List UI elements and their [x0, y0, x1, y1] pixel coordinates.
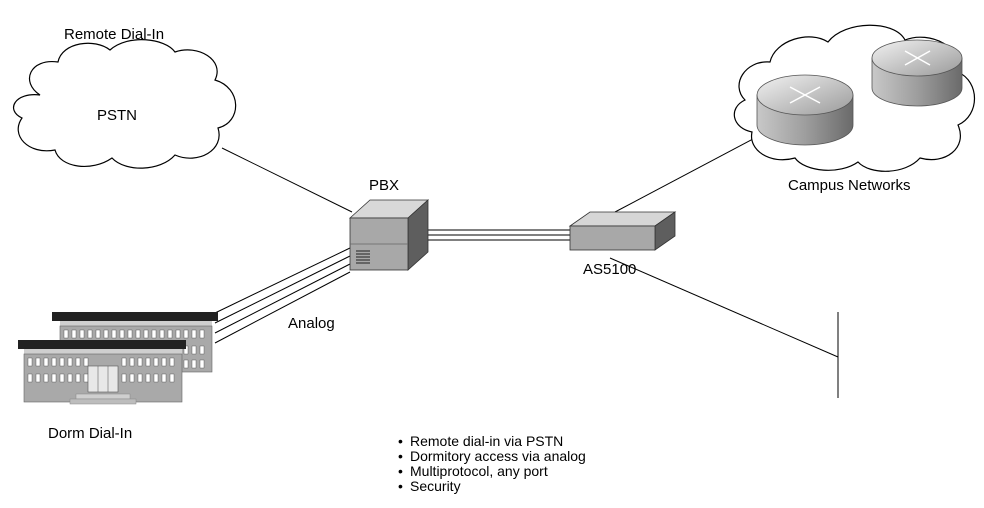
building-window: [143, 329, 149, 339]
pbx-label: PBX: [369, 177, 400, 194]
building-window: [159, 329, 165, 339]
analog-line-1: [214, 247, 351, 314]
building-window: [167, 329, 173, 339]
building-window: [27, 357, 33, 367]
feature-bullet-list: • Remote dial-in via PSTN • Dormitory acce…: [398, 434, 586, 494]
building-window: [191, 345, 197, 355]
building-window: [79, 329, 85, 339]
building-window: [137, 357, 143, 367]
dorm-building-icon-front: [18, 340, 186, 405]
building-window: [75, 357, 81, 367]
building-window: [161, 373, 167, 383]
building-window: [43, 357, 49, 367]
building-window: [121, 357, 127, 367]
building-window: [67, 357, 73, 367]
building-window: [59, 373, 65, 383]
building-window: [87, 329, 93, 339]
building-window: [63, 329, 69, 339]
campus-networks-label: Campus Networks: [788, 177, 911, 194]
building-window: [199, 345, 205, 355]
building-window: [191, 329, 197, 339]
analog-line-4: [214, 271, 351, 344]
building-window: [127, 329, 133, 339]
bullet-text: Dormitory access via analog: [410, 448, 586, 464]
bullet-text: Remote dial-in via PSTN: [410, 433, 564, 449]
building-window: [145, 357, 151, 367]
bullet-item: • Remote dial-in via PSTN: [398, 434, 586, 449]
building-window: [67, 373, 73, 383]
building-window: [137, 373, 143, 383]
remote-dial-in-label: Remote Dial-In: [64, 26, 165, 43]
connection-lines: [214, 129, 839, 398]
building-window: [129, 373, 135, 383]
building-window: [27, 373, 33, 383]
building-window: [111, 329, 117, 339]
pstn-label: PSTN: [97, 107, 138, 124]
bullet-item: • Multiprotocol, any port: [398, 464, 586, 479]
bullet-text: Multiprotocol, any port: [410, 463, 548, 479]
analog-line-3: [214, 263, 351, 334]
as5100-to-lan-link: [609, 257, 839, 358]
building-window: [183, 359, 189, 369]
analog-label: Analog: [288, 315, 335, 332]
building-window: [153, 373, 159, 383]
as5100-label: AS5100: [583, 261, 637, 278]
bullet-marker: •: [398, 448, 403, 464]
pstn-cloud-shape: [12, 39, 237, 169]
bullet-item: • Security: [398, 479, 586, 494]
building-window: [129, 357, 135, 367]
building-window: [199, 329, 205, 339]
building-window: [59, 357, 65, 367]
building-window: [135, 329, 141, 339]
building-window: [51, 357, 57, 367]
building-window: [95, 329, 101, 339]
building-window: [183, 329, 189, 339]
building-window: [175, 329, 181, 339]
building-window: [51, 373, 57, 383]
building-window: [75, 373, 81, 383]
as5100-to-campus-link: [614, 129, 771, 213]
bullet-marker: •: [398, 463, 403, 479]
campus-router-icon-2: [871, 39, 963, 107]
analog-line-2: [214, 255, 351, 324]
building-window: [35, 373, 41, 383]
building-window: [43, 373, 49, 383]
building-window: [151, 329, 157, 339]
bullet-item: • Dormitory access via analog: [398, 449, 586, 464]
building-window: [169, 357, 175, 367]
building-window: [191, 359, 197, 369]
bullet-marker: •: [398, 433, 403, 449]
building-window: [103, 329, 109, 339]
as5100-icon: [568, 211, 677, 251]
building-window: [83, 357, 89, 367]
dorm-dial-in-label: Dorm Dial-In: [48, 425, 133, 442]
bullet-text: Security: [410, 478, 461, 494]
building-window: [145, 373, 151, 383]
building-window: [35, 357, 41, 367]
building-window: [83, 373, 89, 383]
building-window: [71, 329, 77, 339]
building-window: [121, 373, 127, 383]
campus-router-icon-1: [756, 74, 854, 146]
pstn-to-pbx-link: [221, 147, 353, 213]
building-window: [119, 329, 125, 339]
building-window: [153, 357, 159, 367]
building-window: [161, 357, 167, 367]
bullet-marker: •: [398, 478, 403, 494]
building-window: [169, 373, 175, 383]
pbx-icon: [348, 199, 430, 271]
building-window: [199, 359, 205, 369]
